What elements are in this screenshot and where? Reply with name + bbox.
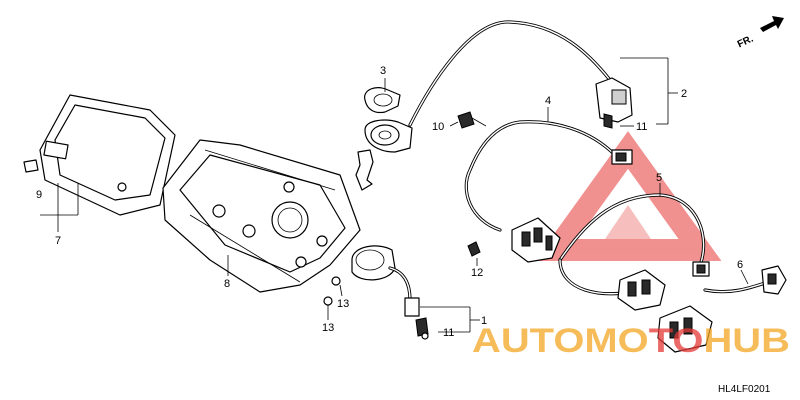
callout-12: 12: [471, 267, 483, 279]
callout-2: 2: [681, 88, 687, 100]
callout-10: 10: [432, 121, 444, 133]
clip-10: [457, 111, 475, 129]
harness-6: [703, 265, 787, 295]
watermark: [534, 131, 722, 261]
callouts: 1 2 3 4 5 6 7 8 9 10 11 11 12 13 13: [36, 65, 743, 339]
front-label: FR.: [736, 33, 755, 50]
leader-lines: [40, 57, 749, 333]
callout-11-lower: 11: [443, 327, 454, 339]
front-direction-indicator: FR.: [736, 16, 784, 50]
screw-13-upper: [331, 276, 341, 286]
harness-4: [464, 120, 633, 263]
callout-13-upper: 13: [337, 298, 349, 310]
callout-3: 3: [380, 65, 386, 77]
callout-11-upper: 11: [636, 121, 647, 133]
diagram-code: HL4LF0201: [718, 384, 771, 395]
main-harness: [408, 20, 633, 129]
meter-case: [23, 94, 176, 216]
clip-12: [467, 241, 481, 257]
callout-13-lower: 13: [322, 322, 334, 334]
callout-8: 8: [224, 278, 230, 290]
fasteners: [323, 111, 487, 306]
callout-5: 5: [656, 172, 662, 184]
callout-4: 4: [545, 95, 551, 107]
callout-9: 9: [36, 189, 42, 201]
front-arrow-icon: [760, 16, 784, 32]
callout-7: 7: [55, 235, 61, 247]
ignition-switch: [355, 87, 413, 191]
meter-cover: [162, 139, 361, 293]
screw-13-lower: [323, 296, 333, 306]
sub-harness: [351, 245, 429, 340]
callout-6: 6: [737, 259, 743, 271]
harness-5: [558, 193, 713, 353]
callout-1: 1: [481, 315, 487, 327]
